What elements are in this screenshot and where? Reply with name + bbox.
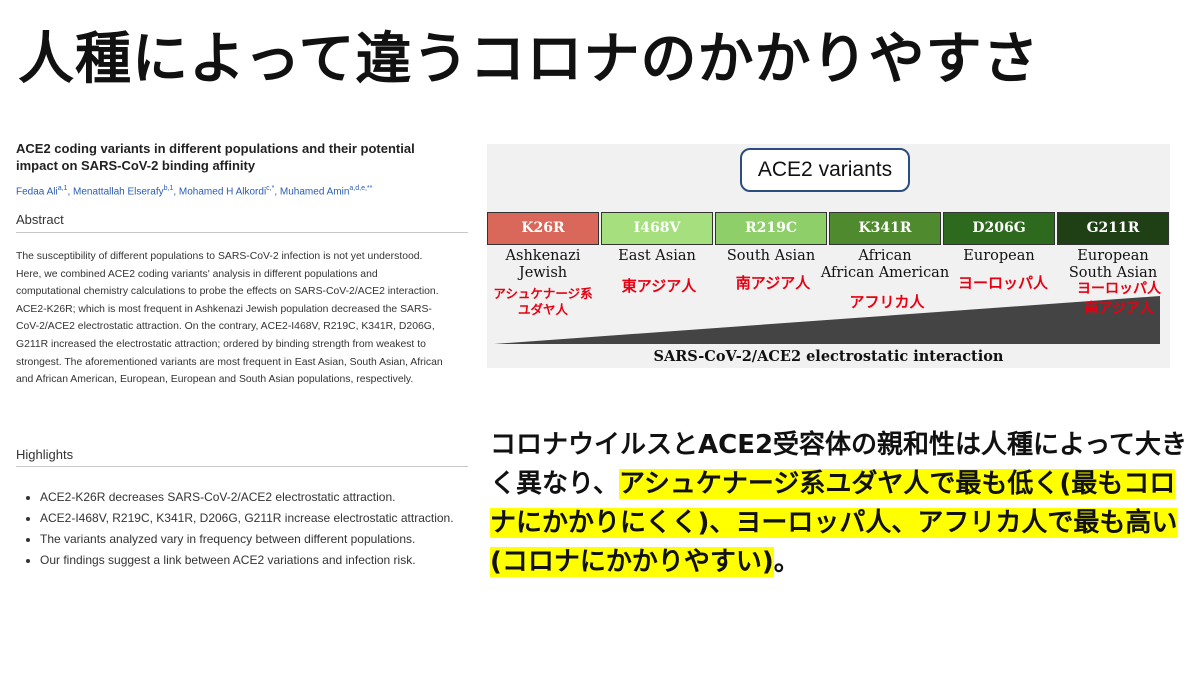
paper-title: ACE2 coding variants in different popula… <box>16 141 415 173</box>
commentary-highlight: アシュケナージ系ユダヤ人で最も低く(最もコロナにかかりにくく)、ヨーロッパ人、ア… <box>490 469 1178 577</box>
author-affiliation: a,d,e,** <box>349 185 373 192</box>
abstract-line: strongest. The aforementioned variants a… <box>16 356 443 368</box>
variant-box-k26r: K26R <box>487 212 599 245</box>
highlight-item: Our findings suggest a link between ACE2… <box>40 550 480 571</box>
highlight-item: The variants analyzed vary in frequency … <box>40 529 480 550</box>
abstract-line: The susceptibility of different populati… <box>16 251 423 262</box>
abstract-text: The susceptibility of different populati… <box>16 248 456 389</box>
author-link[interactable]: Fedaa Ali <box>16 186 58 198</box>
interaction-strength-wedge <box>494 296 1160 344</box>
abstract-heading: Abstract <box>16 212 64 227</box>
japanese-population-label: ヨーロッパ人 南アジア人 <box>1077 281 1161 317</box>
author-affiliation: b,1 <box>163 185 174 192</box>
japanese-population-label: アフリカ人 <box>849 293 925 311</box>
abstract-line: Here, we combined ACE2 coding variants' … <box>16 268 378 280</box>
commentary-text: コロナウイルスとACE2受容体の親和性は人種によって大きく異なり、アシュケナージ… <box>490 426 1190 582</box>
author-list: Fedaa Alia,1, Menattallah Elserafyb,1, M… <box>16 185 373 198</box>
slide-title: 人種によって違うコロナのかかりやすさ <box>18 26 1040 92</box>
author-affiliation: c,* <box>266 185 275 192</box>
population-label: South Asian <box>726 248 816 264</box>
population-label: European South Asian <box>1068 248 1158 281</box>
japanese-population-label: 南アジア人 <box>735 274 811 292</box>
population-label: European <box>963 248 1035 264</box>
population-label: African African American <box>820 248 950 281</box>
figure-title-box: ACE2 variants <box>740 148 910 192</box>
commentary-plain: コロナウイルスとACE2受容体の親和性は人種によって大きく異なり、 <box>490 430 1187 499</box>
abstract-line: G211R increased the electrostatic attrac… <box>16 338 426 350</box>
variant-box-i468v: I468V <box>601 212 713 245</box>
section-divider <box>16 466 468 467</box>
abstract-line: CoV-2/ACE2 electrostatic attraction. On … <box>16 321 435 333</box>
ace2-variants-figure: ACE2 variants K26R I468V R219C K341R D20… <box>487 144 1170 368</box>
abstract-line: and African American, European, European… <box>16 374 414 386</box>
variant-box-d206g: D206G <box>943 212 1055 245</box>
highlight-item: ACE2-I468V, R219C, K341R, D206G, G211R i… <box>40 508 480 529</box>
japanese-population-label: アシュケナージ系 ユダヤ人 <box>493 286 593 317</box>
author-link[interactable]: Menattallah Elserafy <box>73 186 164 198</box>
highlights-heading: Highlights <box>16 447 74 462</box>
abstract-line: ACE2-K26R; which is most frequent in Ash… <box>16 303 432 315</box>
japanese-population-label: 東アジア人 <box>621 277 697 295</box>
variant-box-k341r: K341R <box>829 212 941 245</box>
japanese-population-label: ヨーロッパ人 <box>957 274 1048 292</box>
highlights-list: ACE2-K26R decreases SARS-CoV-2/ACE2 elec… <box>20 487 480 571</box>
variant-box-g211r: G211R <box>1057 212 1169 245</box>
population-label: Ashkenazi Jewish <box>505 248 581 281</box>
author-affiliation: a,1 <box>57 185 68 192</box>
author-link[interactable]: Muhamed Amin <box>279 186 350 198</box>
commentary-plain: 。 <box>773 547 800 577</box>
population-label: East Asian <box>618 248 696 264</box>
variant-box-r219c: R219C <box>715 212 827 245</box>
author-link[interactable]: Mohamed H Alkordi <box>178 186 267 198</box>
section-divider <box>16 232 468 233</box>
axis-label: SARS-CoV-2/ACE2 electrostatic interactio… <box>653 348 1004 365</box>
abstract-line: computational chemistry calculations to … <box>16 286 439 298</box>
highlight-item: ACE2-K26R decreases SARS-CoV-2/ACE2 elec… <box>40 487 480 508</box>
